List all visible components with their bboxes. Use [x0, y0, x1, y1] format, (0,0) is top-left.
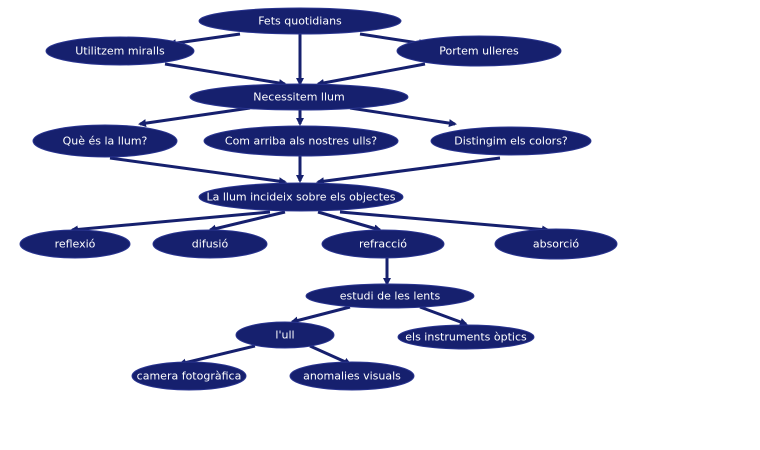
node-label: Necessitem llum	[253, 91, 344, 104]
node-distingim-colors: Distingim els colors?	[430, 126, 592, 156]
edge-incideix-reflexio	[70, 210, 271, 234]
edges	[70, 32, 550, 367]
edge-incideix-absorcio	[339, 210, 550, 234]
node-label: Portem ulleres	[439, 45, 519, 58]
node-label: difusió	[192, 238, 229, 251]
node-llum-incideix: La llum incideix sobre els objectes	[198, 182, 404, 212]
edge-ull-camera	[178, 344, 256, 367]
edge-lents-instruments	[419, 305, 468, 326]
edge-incideix-difusio	[208, 210, 286, 233]
node-label: camera fotogràfica	[137, 370, 242, 383]
node-refraccio: refracció	[321, 229, 445, 259]
edge-ull-anomalies	[309, 344, 352, 366]
node-label: reflexió	[55, 238, 96, 251]
edge-lents-ull	[290, 305, 351, 325]
node-label: Utilitzem miralls	[75, 45, 165, 58]
edge-fets-miralls	[168, 32, 241, 48]
node-label: anomalies visuals	[303, 370, 401, 383]
node-label: La llum incideix sobre els objectes	[206, 191, 395, 204]
edge-colors-incideix	[316, 156, 501, 186]
node-label: Com arriba als nostres ulls?	[225, 135, 377, 148]
node-utilitzem-miralls: Utilitzem miralls	[45, 36, 195, 66]
node-fets-quotidians: Fets quotidians	[198, 7, 402, 35]
edge-llum-colors	[349, 106, 457, 128]
edge-miralls-llum	[164, 62, 287, 87]
node-label: absorció	[533, 238, 580, 251]
node-ull: l'ull	[235, 321, 335, 349]
node-label: l'ull	[275, 329, 294, 342]
node-necessitem-llum: Necessitem llum	[189, 83, 409, 111]
edge-incideix-refraccio	[317, 210, 382, 233]
node-reflexio: reflexió	[19, 229, 131, 259]
node-label: els instruments òptics	[405, 331, 527, 344]
node-label: Distingim els colors?	[454, 135, 568, 148]
node-label: estudi de les lents	[340, 290, 441, 303]
edge-llum-que	[138, 106, 251, 128]
node-camera-fotografica: camera fotogràfica	[131, 361, 247, 391]
node-difusio: difusió	[152, 229, 268, 259]
node-portem-ulleres: Portem ulleres	[396, 35, 562, 67]
nodes: Fets quotidians Utilitzem miralls Portem…	[19, 7, 618, 391]
edge-ulleres-llum	[316, 62, 426, 87]
edge-que-incideix	[109, 156, 287, 186]
node-estudi-lents: estudi de les lents	[305, 283, 475, 309]
node-anomalies-visuals: anomalies visuals	[289, 361, 415, 391]
node-com-arriba: Com arriba als nostres ulls?	[203, 125, 399, 157]
node-label: refracció	[359, 238, 407, 251]
node-label: Fets quotidians	[258, 15, 342, 28]
node-label: Què és la llum?	[63, 135, 148, 148]
node-instruments-optics: els instruments òptics	[397, 324, 535, 350]
node-absorcio: absorció	[494, 228, 618, 260]
node-que-es-la-llum: Què és la llum?	[32, 124, 178, 158]
